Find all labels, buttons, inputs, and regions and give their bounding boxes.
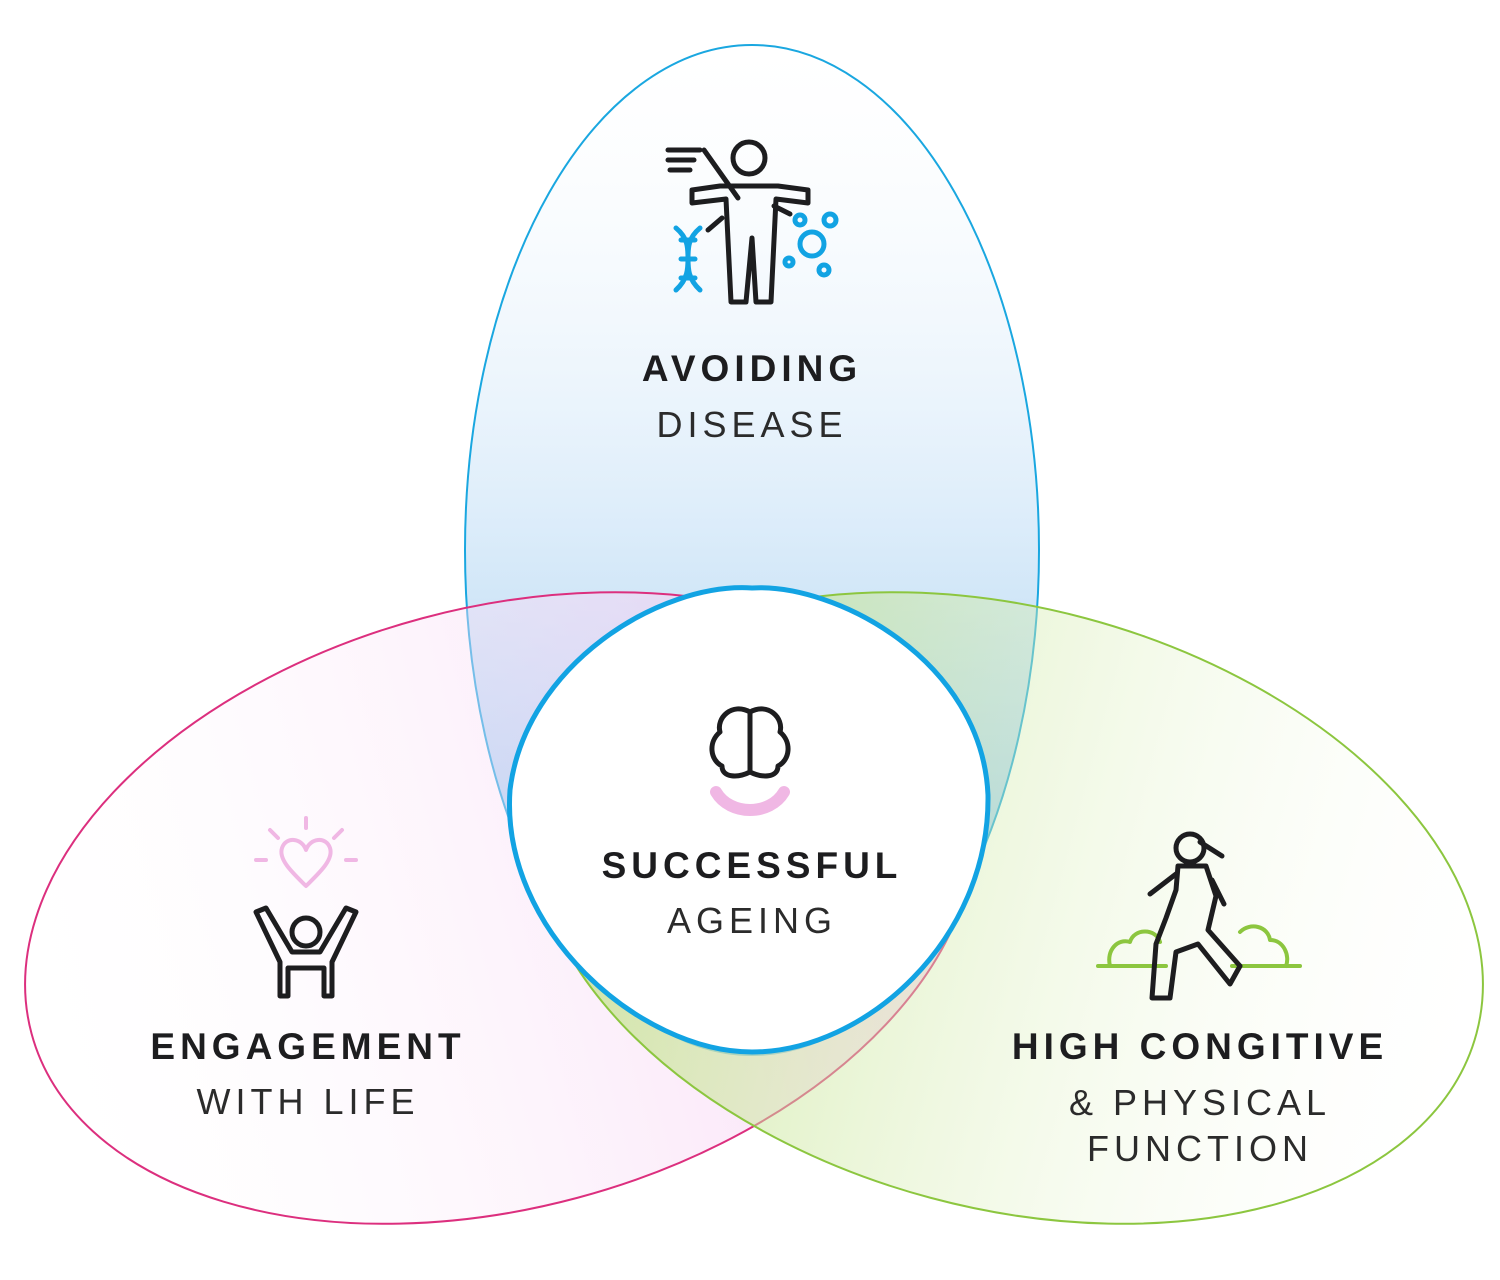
set-top-title: AVOIDING <box>641 348 863 389</box>
set-right-title: HIGH CONGITIVE <box>1011 1026 1389 1067</box>
set-right-subtitle-line2: FUNCTION <box>1087 1128 1313 1169</box>
center-subtitle: AGEING <box>666 900 838 941</box>
center-region <box>507 585 991 1055</box>
set-left-title: ENGAGEMENT <box>150 1026 466 1067</box>
center-title: SUCCESSFUL <box>601 845 903 886</box>
set-left-subtitle: WITH LIFE <box>196 1081 420 1122</box>
brain-smile-icon <box>709 706 791 816</box>
set-top-subtitle: DISEASE <box>656 404 848 445</box>
running-person-icon <box>1096 831 1302 1001</box>
raised-arms-heart-icon <box>253 816 359 999</box>
body-dna-virus-icon <box>665 139 839 305</box>
set-right-subtitle: & PHYSICAL <box>1068 1082 1332 1123</box>
